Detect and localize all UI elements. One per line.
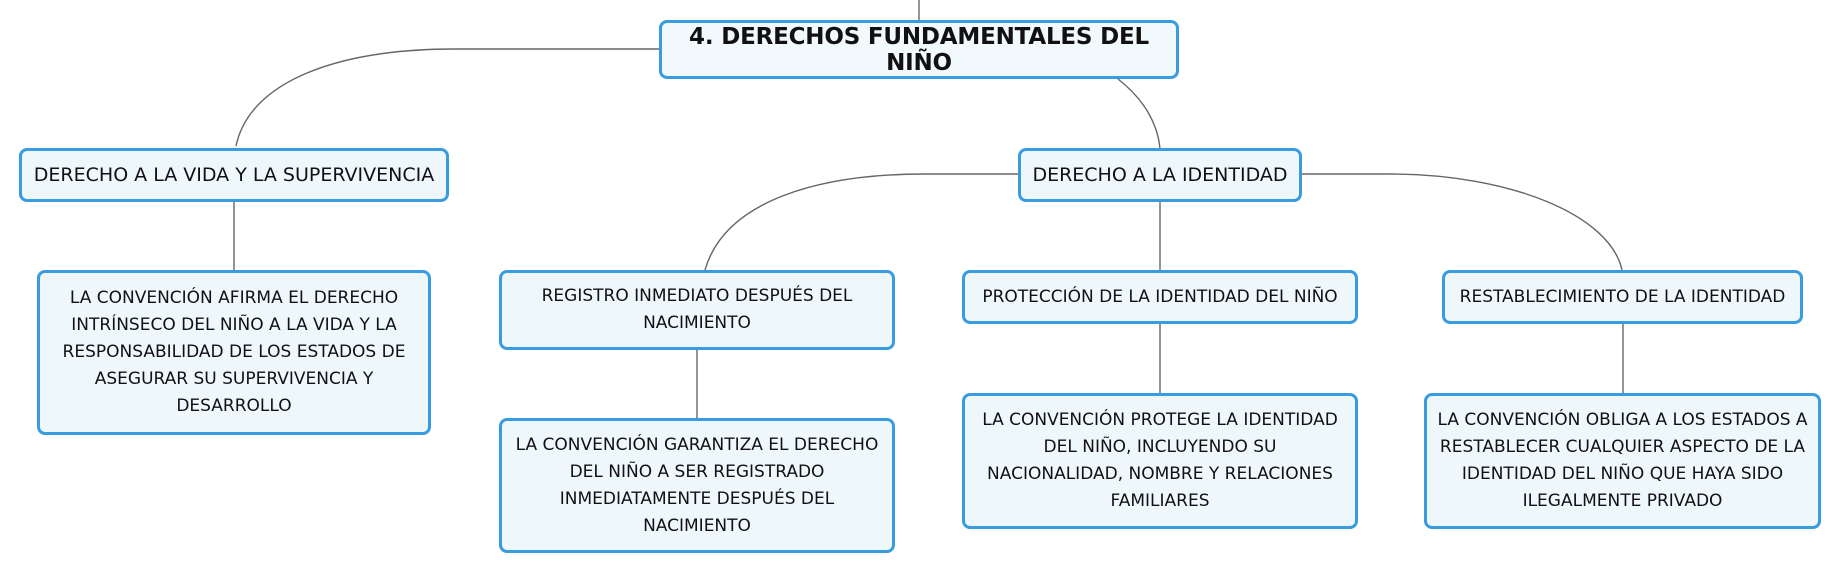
- detail-registro-inmediato[interactable]: LA CONVENCIÓN GARANTIZA EL DERECHO DEL N…: [499, 418, 895, 553]
- topic-derecho-identidad-label: DERECHO A LA IDENTIDAD: [1032, 164, 1288, 186]
- connector-identidad-to-restablecimiento: [1302, 173, 1623, 271]
- detail-proteccion-identidad-text: LA CONVENCIÓN PROTEGE LA IDENTIDAD DEL N…: [982, 410, 1338, 511]
- root-topic[interactable]: 4. DERECHOS FUNDAMENTALES DEL NIÑO: [659, 20, 1179, 79]
- detail-derecho-vida[interactable]: LA CONVENCIÓN AFIRMA EL DERECHO INTRÍNSE…: [37, 270, 431, 435]
- detail-proteccion-identidad[interactable]: LA CONVENCIÓN PROTEGE LA IDENTIDAD DEL N…: [962, 393, 1358, 529]
- detail-registro-inmediato-text: LA CONVENCIÓN GARANTIZA EL DERECHO DEL N…: [515, 434, 879, 536]
- topic-restablecimiento-identidad[interactable]: RESTABLECIMIENTO DE LA IDENTIDAD: [1442, 270, 1803, 324]
- topic-derecho-identidad[interactable]: DERECHO A LA IDENTIDAD: [1018, 148, 1302, 202]
- topic-derecho-vida[interactable]: DERECHO A LA VIDA Y LA SUPERVIVENCIA: [19, 148, 449, 202]
- connector-identidad-to-registro: [704, 173, 1018, 271]
- topic-proteccion-identidad-label: PROTECCIÓN DE LA IDENTIDAD DEL NIÑO: [982, 287, 1338, 307]
- detail-restablecimiento-identidad[interactable]: LA CONVENCIÓN OBLIGA A LOS ESTADOS A RES…: [1424, 393, 1821, 529]
- detail-restablecimiento-identidad-text: LA CONVENCIÓN OBLIGA A LOS ESTADOS A RES…: [1437, 410, 1808, 511]
- connector-root-to-identidad: [1117, 78, 1161, 150]
- topic-registro-inmediato-label: REGISTRO INMEDIATO DESPUÉS DEL NACIMIENT…: [541, 286, 853, 333]
- topic-derecho-vida-label: DERECHO A LA VIDA Y LA SUPERVIVENCIA: [33, 164, 435, 186]
- topic-proteccion-identidad[interactable]: PROTECCIÓN DE LA IDENTIDAD DEL NIÑO: [962, 270, 1358, 324]
- connector-root-to-vida: [235, 48, 659, 147]
- topic-registro-inmediato[interactable]: REGISTRO INMEDIATO DESPUÉS DEL NACIMIENT…: [499, 270, 895, 350]
- root-topic-label: 4. DERECHOS FUNDAMENTALES DEL NIÑO: [689, 23, 1149, 76]
- detail-derecho-vida-text: LA CONVENCIÓN AFIRMA EL DERECHO INTRÍNSE…: [62, 288, 406, 416]
- topic-restablecimiento-identidad-label: RESTABLECIMIENTO DE LA IDENTIDAD: [1459, 287, 1786, 307]
